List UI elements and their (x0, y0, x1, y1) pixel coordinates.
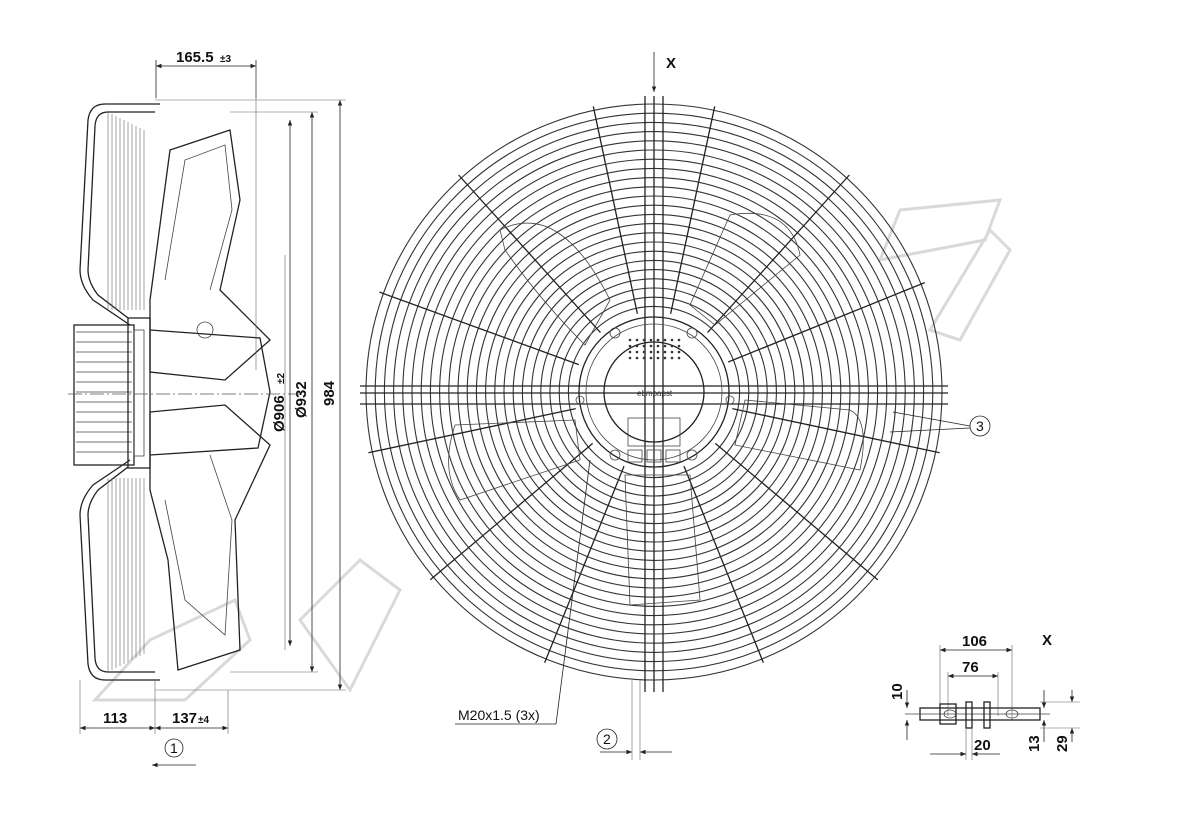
hub-vent (663, 344, 667, 348)
callout-1: 1 (170, 740, 178, 756)
cable-gland-label: M20x1.5 (3x) (458, 707, 540, 723)
dim-984: 984 (321, 380, 338, 406)
hub-vent (635, 356, 639, 360)
hub-vent (656, 350, 660, 354)
guard-spoke (707, 174, 850, 333)
hub-vent (656, 338, 660, 342)
hub-vent (677, 344, 681, 348)
hub-vent (642, 338, 646, 342)
hub-vent (656, 356, 660, 360)
guard-spoke (429, 442, 594, 581)
dim-137: 137 (172, 710, 197, 727)
guard-spoke (714, 442, 879, 581)
dim-d906-tol: ±2 (276, 373, 287, 384)
dim-29: 29 (1054, 735, 1071, 752)
hub-vent (677, 356, 681, 360)
x-view-marker: X (666, 55, 676, 72)
hub-vent (642, 356, 646, 360)
hub-vent (670, 338, 674, 342)
hub-vent (670, 356, 674, 360)
dim-165-5: 165.5 (176, 49, 214, 66)
hub-vent (628, 338, 632, 342)
hub-vent (649, 344, 653, 348)
hub-vent (663, 350, 667, 354)
hub-vent (635, 350, 639, 354)
guard-spoke (683, 465, 764, 663)
detail-x-title: X (1042, 632, 1052, 649)
dim-137-tol: ±4 (198, 715, 209, 726)
hub-vent (670, 350, 674, 354)
dim-106: 106 (962, 633, 987, 650)
hub-vent (628, 350, 632, 354)
guard-spoke (544, 465, 625, 663)
guard-spoke (727, 282, 925, 363)
hub-vent (656, 344, 660, 348)
hub-vent (649, 338, 653, 342)
guard-spoke (732, 407, 940, 454)
guard-spoke (592, 106, 639, 314)
front-view: ebmpapst X 3 M20x1.5 (3x) 2 (360, 52, 991, 760)
guard-spoke (379, 291, 580, 366)
hub-vent (649, 350, 653, 354)
dim-20: 20 (974, 737, 991, 754)
dim-d932: Ø932 (293, 381, 310, 418)
callout-2: 2 (603, 731, 611, 747)
dim-d906: Ø906 (271, 395, 288, 432)
dim-10: 10 (889, 683, 906, 700)
hub-vent (663, 338, 667, 342)
hub-vent (628, 344, 632, 348)
hub-vent (635, 344, 639, 348)
detail-x: X 106 76 10 20 13 29 (889, 632, 1080, 760)
callout-3: 3 (976, 418, 984, 434)
hub-vent (642, 350, 646, 354)
dim-76: 76 (962, 659, 979, 676)
guard-spoke (458, 174, 601, 333)
dim-113: 113 (103, 710, 127, 727)
dim-165-5-tol: ±3 (220, 54, 231, 65)
side-view: 165.5 ±3 Ø906 ±2 Ø932 984 113 137 ±4 1 (68, 49, 346, 768)
hub-vent (677, 350, 681, 354)
hub-vent (677, 338, 681, 342)
hub-vent (642, 344, 646, 348)
guard-spoke (669, 106, 716, 314)
hub-vent (670, 344, 674, 348)
hub-vent (663, 356, 667, 360)
brand-text: ebmpapst (637, 389, 673, 398)
hub-vent (649, 356, 653, 360)
hub-vent (628, 356, 632, 360)
guard-spoke (368, 407, 576, 454)
dim-13: 13 (1026, 735, 1043, 752)
hub-vent (635, 338, 639, 342)
